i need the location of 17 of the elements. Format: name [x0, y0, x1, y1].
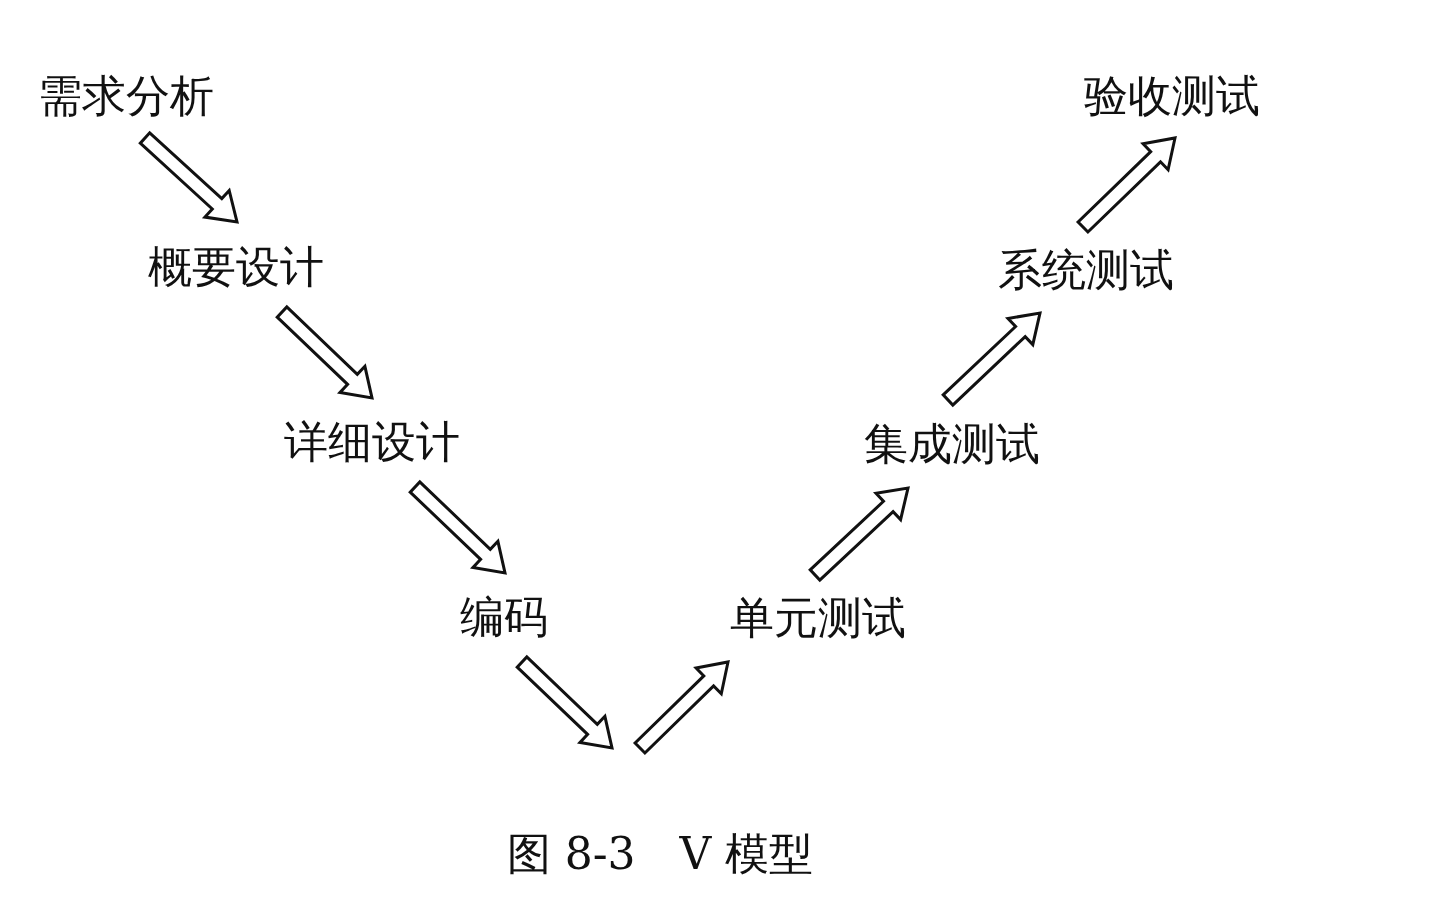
- hollow-arrow: [808, 486, 910, 583]
- hollow-arrow: [632, 660, 730, 756]
- stage-label: 编码: [460, 593, 548, 642]
- hollow-arrow: [408, 479, 507, 575]
- stage-label: 单元测试: [730, 594, 906, 643]
- hollow-arrow: [1075, 136, 1177, 235]
- stage-label: 系统测试: [998, 245, 1174, 295]
- hollow-arrow: [515, 654, 614, 750]
- stage-label: 集成测试: [864, 419, 1040, 469]
- hollow-arrow: [138, 130, 239, 224]
- stage-label: 需求分析: [38, 72, 214, 121]
- hollow-arrow: [941, 311, 1042, 408]
- figure-caption: 图 8-3 V 模型: [505, 828, 815, 881]
- stage-label: 概要设计: [148, 242, 324, 292]
- stage-label: 详细设计: [284, 418, 460, 467]
- stage-label: 验收测试: [1084, 72, 1260, 121]
- hollow-arrow: [275, 304, 374, 400]
